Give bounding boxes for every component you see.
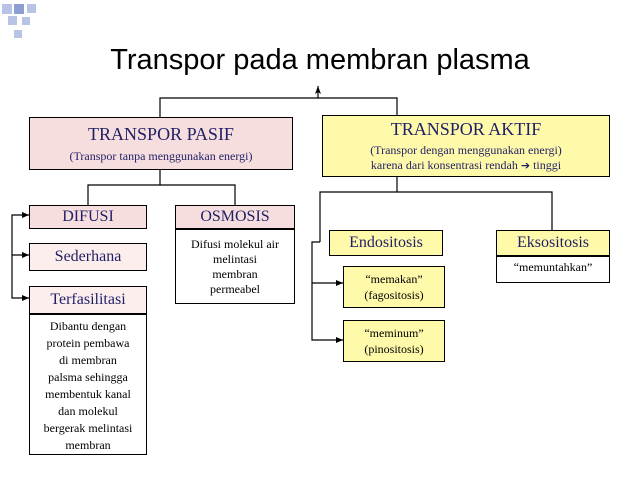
meminum-box: “meminum” (pinositosis) (343, 320, 445, 362)
osmosis-desc-line: Difusi molekul air (191, 236, 279, 251)
eksositosis-box: Eksositosis (496, 230, 610, 256)
transpor-pasif-box: TRANSPOR PASIF (Transpor tanpa menggunak… (29, 117, 293, 170)
memakan-line: “memakan” (365, 272, 423, 286)
osmosis-label: OSMOSIS (200, 208, 270, 225)
terfasilitasi-desc-line: Dibantu dengan (49, 318, 127, 333)
meminum-line: “meminum” (364, 326, 424, 340)
arrow-icon: ➔ (520, 159, 531, 172)
osmosis-desc-line: melintasi (213, 251, 257, 266)
osmosis-desc-line: permeabel (210, 281, 260, 296)
eksositosis-desc-text: “memuntahkan” (513, 260, 593, 274)
terfasilitasi-box: Terfasilitasi (29, 286, 147, 314)
corner-decoration (0, 0, 60, 40)
terfasilitasi-description: Dibantu dengan protein pembawa di membra… (29, 314, 147, 455)
transpor-aktif-sub-2: karena dari konsentrasi rendah (370, 158, 518, 172)
terfasilitasi-desc-line: bergerak melintasi (43, 420, 133, 435)
transpor-aktif-sub-1: (Transpor dengan menggunakan energi) (370, 143, 562, 157)
terfasilitasi-desc-line: membentuk kanal (45, 386, 131, 401)
endositosis-label: Endositosis (349, 234, 423, 251)
terfasilitasi-desc-line: di membran (59, 352, 117, 367)
osmosis-box: OSMOSIS (175, 205, 295, 229)
terfasilitasi-desc-line: dan molekul (58, 403, 118, 418)
transpor-aktif-sub-2-row: karena dari konsentrasi rendah ➔ tinggi (371, 158, 561, 173)
eksositosis-description: “memuntahkan” (496, 256, 610, 283)
eksositosis-label: Eksositosis (516, 234, 589, 251)
memakan-line: (fagositosis) (364, 288, 424, 302)
difusi-box: DIFUSI (29, 205, 147, 229)
sederhana-label: Sederhana (54, 248, 122, 265)
memakan-box: “memakan” (fagositosis) (343, 266, 445, 308)
transpor-pasif-sub: (Transpor tanpa menggunakan energi) (69, 148, 253, 163)
sederhana-box: Sederhana (29, 243, 147, 271)
difusi-label: DIFUSI (62, 208, 114, 225)
meminum-line: (pinositosis) (364, 342, 424, 356)
transpor-pasif-heading: TRANSPOR PASIF (88, 123, 234, 144)
terfasilitasi-desc-line: membran (65, 437, 111, 452)
endositosis-box: Endositosis (329, 230, 443, 256)
page-title: Transpor pada membran plasma (110, 44, 530, 76)
terfasilitasi-desc-line: protein pembawa (46, 335, 130, 350)
transpor-aktif-sub-2-end: tinggi (533, 158, 562, 172)
terfasilitasi-desc-line: palsma sehingga (48, 369, 128, 384)
transpor-aktif-box: TRANSPOR AKTIF (Transpor dengan mengguna… (322, 115, 610, 177)
terfasilitasi-label: Terfasilitasi (50, 291, 126, 308)
osmosis-description: Difusi molekul air melintasi membran per… (175, 229, 295, 304)
osmosis-desc-line: membran (212, 266, 258, 281)
transpor-aktif-heading: TRANSPOR AKTIF (390, 119, 542, 139)
